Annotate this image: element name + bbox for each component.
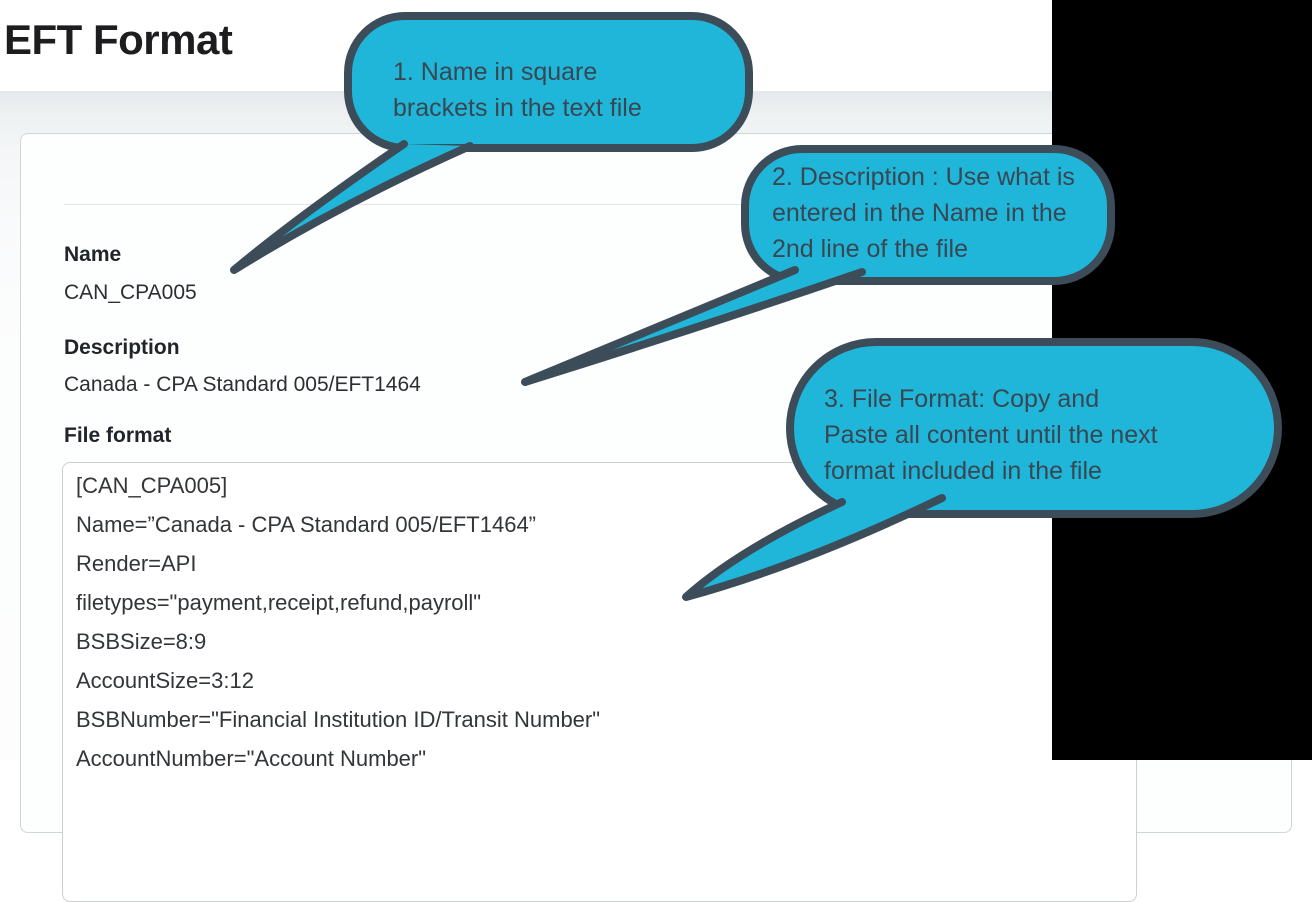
description-label: Description — [64, 336, 180, 359]
description-value: Canada - CPA Standard 005/EFT1464 — [64, 373, 421, 396]
file-format-textarea[interactable]: [CAN_CPA005] Name=”Canada - CPA Standard… — [62, 462, 1137, 902]
file-format-label: File format — [64, 424, 172, 447]
card-header-divider — [64, 204, 1263, 205]
name-label: Name — [64, 243, 122, 266]
page-title: EFT Format — [4, 16, 233, 63]
name-value: CAN_CPA005 — [64, 281, 197, 304]
black-mask-panel — [1052, 0, 1312, 760]
